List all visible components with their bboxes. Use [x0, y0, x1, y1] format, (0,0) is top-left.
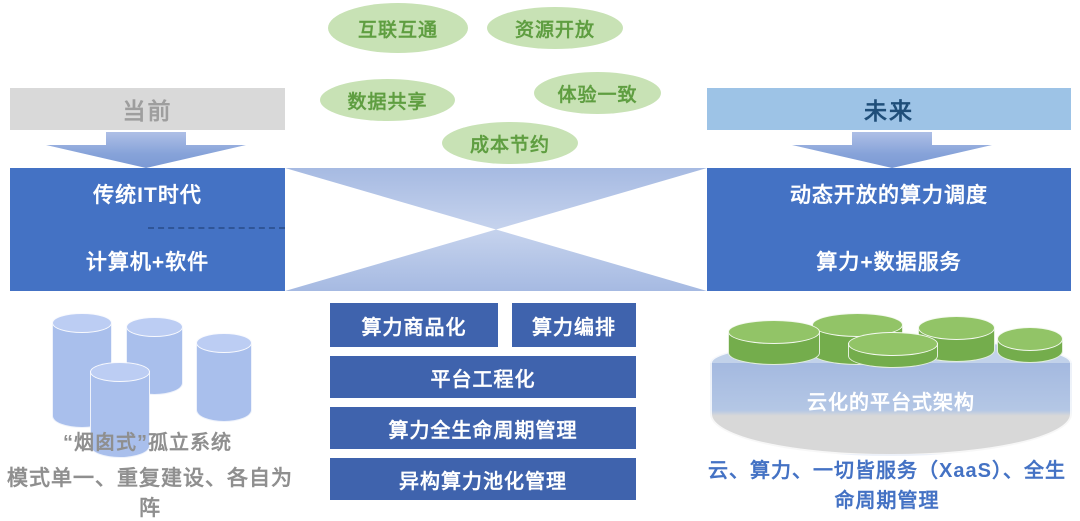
platform-label: 云化的平台式架构	[807, 392, 975, 414]
capability-computing-orchestration: 算力编排	[512, 303, 636, 347]
benefit-ellipse-data-sharing: 数据共享	[320, 79, 455, 121]
divider-dashed-line	[147, 227, 285, 230]
capability-lifecycle-management: 算力全生命周期管理	[330, 407, 636, 449]
future-caption-xaas: 云、算力、一切皆服务（XaaS）、全生命周期管理	[708, 460, 1066, 512]
resource-cylinder-icon	[997, 327, 1063, 363]
future-era-box: 动态开放的算力调度 算力+数据服务	[707, 168, 1071, 291]
current-era-box: 传统IT时代 计算机+软件	[10, 168, 285, 291]
current-era-title: 传统IT时代	[93, 184, 202, 207]
capability-platform-engineering: 平台工程化	[330, 356, 636, 398]
down-arrow-icon-current	[46, 132, 246, 168]
platform-body	[710, 363, 1072, 456]
silo-cylinder-icon	[196, 333, 252, 422]
capability-computing-commoditization: 算力商品化	[330, 303, 498, 347]
resource-cylinder-icon	[728, 320, 820, 365]
benefit-ellipse-consistent-experience: 体验一致	[534, 72, 661, 114]
future-era-title: 动态开放的算力调度	[790, 184, 988, 207]
silo-cylinder-icon	[90, 362, 150, 458]
down-arrow-icon-future	[792, 132, 992, 168]
current-caption-drawbacks: 模式单一、重复建设、各自为阵	[7, 467, 293, 520]
current-era-subtitle: 计算机+软件	[85, 251, 210, 274]
future-banner: 未来	[707, 88, 1071, 130]
capability-list: 算力商品化 算力编排 平台工程化 算力全生命周期管理 异构算力池化管理	[330, 303, 636, 500]
capability-heterogeneous-pooling: 异构算力池化管理	[330, 458, 636, 500]
resource-cylinder-icon	[848, 332, 938, 368]
benefit-ellipse-interconnect: 互联互通	[328, 3, 468, 53]
current-banner: 当前	[10, 88, 285, 130]
current-caption-silo-systems: “烟囱式”孤立系统	[63, 432, 232, 454]
transition-hourglass-shape	[285, 168, 707, 291]
future-era-subtitle: 算力+数据服务	[816, 251, 962, 274]
benefit-ellipse-cost-saving: 成本节约	[442, 122, 578, 164]
benefit-ellipse-open-resources: 资源开放	[487, 7, 623, 49]
